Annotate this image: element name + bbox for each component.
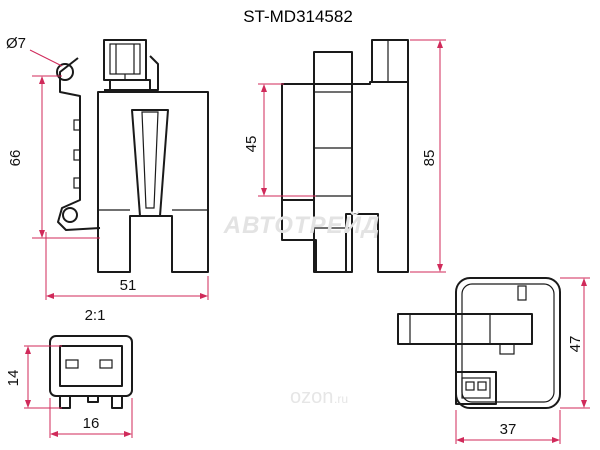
site-watermark: ozon .ru xyxy=(290,386,348,408)
brand-watermark: АВТОТРЕЙД xyxy=(223,210,380,239)
dimension-37: 37 xyxy=(455,410,561,444)
hole-diameter-label: Ø7 xyxy=(6,35,26,52)
front-view xyxy=(56,39,209,273)
site-watermark-main: ozon xyxy=(290,386,333,408)
front-width-label: 51 xyxy=(120,277,137,294)
connector-width-label: 16 xyxy=(83,415,100,432)
part-number-title: ST-MD314582 xyxy=(243,7,353,26)
side-total-height-label: 85 xyxy=(421,150,438,167)
connector-height-label: 14 xyxy=(5,370,22,387)
scale-label: 2:1 xyxy=(85,307,106,324)
top-view xyxy=(397,277,561,409)
dimension-47: 47 xyxy=(560,277,590,409)
dimension-45: 45 xyxy=(243,83,316,197)
top-width-label: 37 xyxy=(500,421,517,438)
dimension-16: 16 xyxy=(49,398,133,438)
top-height-label: 47 xyxy=(567,336,584,353)
dimension-51: 51 xyxy=(45,232,209,300)
side-inner-height-label: 45 xyxy=(243,136,260,153)
dimension-66: 66 xyxy=(7,75,100,239)
site-watermark-suffix: .ru xyxy=(334,392,348,406)
dimension-14: 14 xyxy=(5,345,62,409)
side-view xyxy=(281,39,409,273)
front-height-label: 66 xyxy=(7,150,24,167)
dimension-85: 85 xyxy=(410,39,446,273)
connector-detail xyxy=(49,335,133,409)
